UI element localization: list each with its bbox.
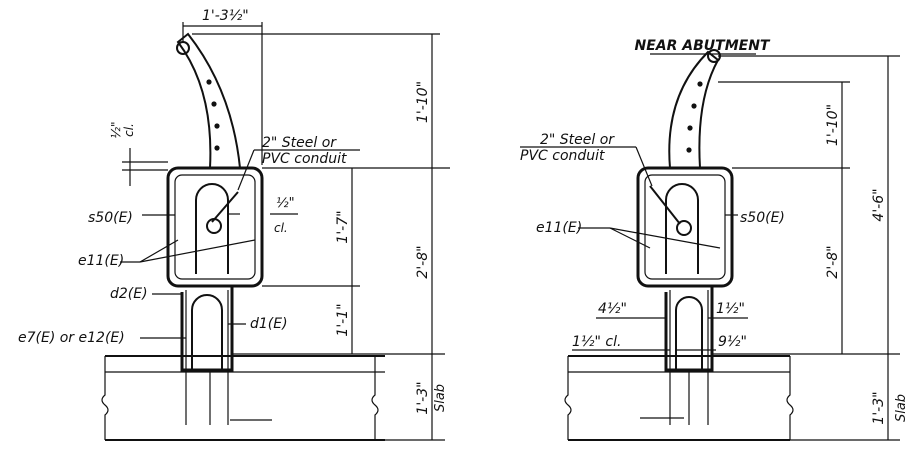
left-dim-top-width: 1'-3½" — [182, 8, 263, 165]
right-slab-label: Slab — [894, 394, 909, 422]
right-bar-labels: s50(E) e11(E) — [536, 210, 785, 249]
left-slab-label: Slab — [433, 384, 448, 412]
left-e7-label: e7(E) or e12(E) — [18, 330, 125, 346]
right-bottom-dims: 4½" 1½" 1½" cl. 9½" — [572, 301, 748, 351]
right-dims: 1'-10" 2'-8" 4'-6" 1'-3" Slab — [712, 55, 909, 441]
right-e11-label: e11(E) — [536, 220, 582, 236]
left-bar-labels: s50(E) e11(E) d2(E) d1(E) e7(E) or e12(E… — [18, 210, 288, 346]
left-post-height-label: 1'-7" — [335, 210, 351, 243]
left-conduit-callout: 2" Steel or PVC conduit — [237, 135, 360, 191]
left-stem — [180, 285, 234, 425]
left-dims-right: 1'-10" 2'-8" 1'-7" 1'-1" 1'-3" Slab — [192, 33, 450, 441]
left-conduit-label-1: 2" Steel or — [262, 135, 337, 151]
right-9half-label: 9½" — [718, 334, 747, 350]
right-rail — [668, 49, 721, 169]
left-slab-height-label: 1'-3" — [415, 381, 431, 414]
left-dim-clear-vertical: ½" cl. — [109, 121, 168, 186]
left-upper-box — [166, 166, 264, 288]
right-rail-height-label: 1'-10" — [825, 104, 841, 146]
left-d2-label: d2(E) — [110, 286, 148, 302]
left-conduit-label-2: PVC conduit — [262, 151, 347, 167]
left-barrier-height-label: 2'-8" — [415, 245, 431, 278]
left-clear-side-label: ½" — [276, 196, 295, 211]
right-1half-cl-label: 1½" cl. — [572, 334, 621, 350]
right-conduit-circle — [676, 220, 692, 236]
left-rail — [176, 32, 242, 169]
right-slab-height-label: 1'-3" — [871, 391, 887, 424]
right-1half-label: 1½" — [716, 301, 745, 317]
left-clear-vertical-label: ½" — [109, 121, 123, 138]
right-conduit-label-1: 2" Steel or — [540, 132, 615, 148]
left-d1-label: d1(E) — [250, 316, 288, 332]
right-s50-label: s50(E) — [740, 210, 785, 226]
right-barrier-height-label: 2'-8" — [825, 245, 841, 278]
right-conduit-label-2: PVC conduit — [520, 148, 605, 164]
right-stem — [664, 285, 714, 425]
left-rail-height-label: 1'-10" — [415, 81, 431, 123]
right-conduit-callout: 2" Steel or PVC conduit — [520, 132, 653, 187]
left-e11-label: e11(E) — [78, 253, 124, 269]
right-slab — [564, 355, 794, 441]
right-4half-label: 4½" — [598, 301, 627, 317]
right-title: NEAR ABUTMENT — [635, 38, 771, 54]
left-clear-vertical-note: cl. — [122, 123, 136, 137]
right-total-height-label: 4'-6" — [871, 188, 887, 221]
left-s50-label: s50(E) — [88, 210, 133, 226]
left-slab — [101, 355, 385, 441]
right-view: NEAR ABUTMENT — [520, 38, 909, 441]
left-view: 1'-3½" 1'-10" 2'-8" 1'-7" 1'-1" 1'-3" Sl… — [18, 8, 450, 441]
left-clear-side-note: cl. — [274, 221, 288, 235]
left-top-width-label: 1'-3½" — [202, 8, 249, 24]
left-lower-height-label: 1'-1" — [335, 303, 351, 336]
left-dim-clear-side: ½" cl. — [228, 196, 298, 235]
